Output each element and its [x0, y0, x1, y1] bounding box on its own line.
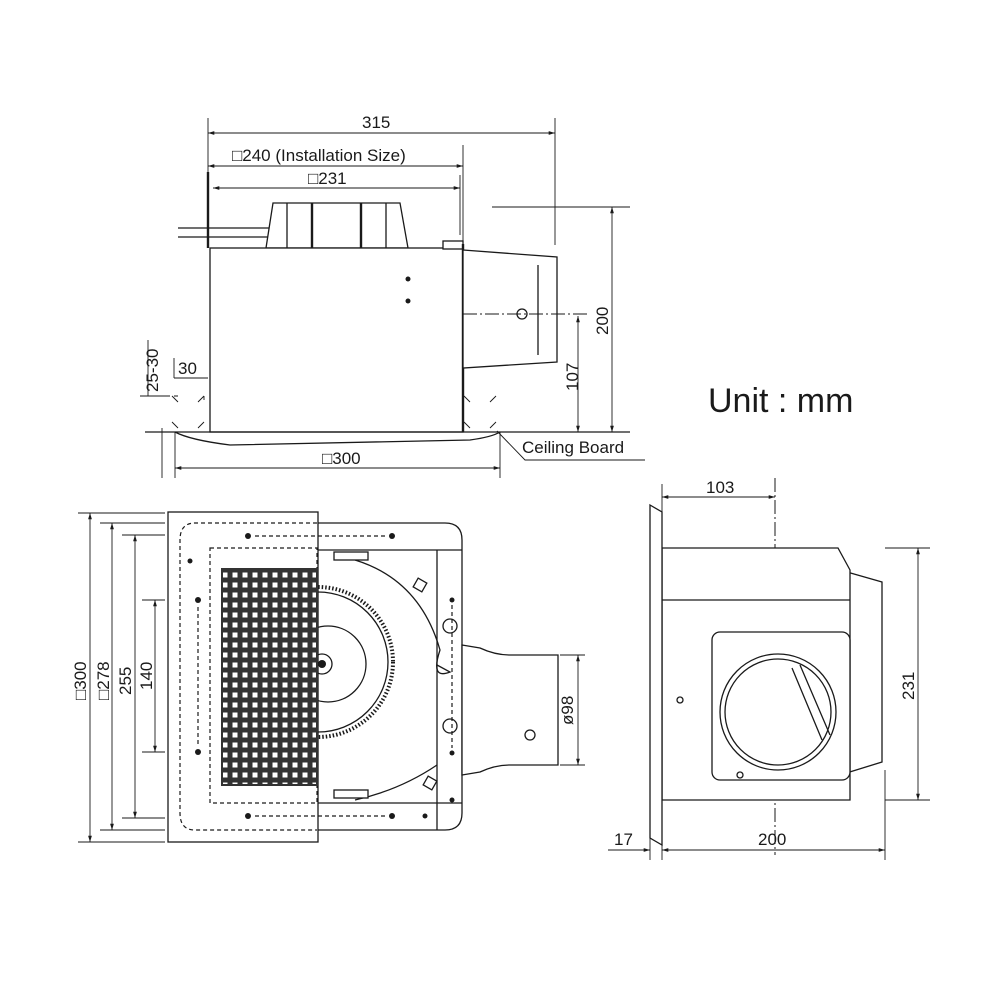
dim-duct-diameter: ø98 — [558, 696, 577, 725]
ceiling-board-label: Ceiling Board — [522, 438, 624, 457]
bottom-view: □300 □278 255 140 — [71, 511, 585, 843]
dim-body: □278 — [94, 661, 113, 700]
dim-panel-width: □300 — [322, 449, 361, 468]
dim-duct-center: 107 — [563, 363, 582, 391]
dim-inner: 255 — [116, 667, 135, 695]
side-view: 103 231 200 17 — [608, 478, 930, 860]
dim-depth: 200 — [758, 830, 786, 849]
dim-duct-offset: 103 — [706, 478, 734, 497]
dim-ceiling-gap: 25-30 — [143, 349, 162, 392]
dim-flange: 30 — [178, 359, 197, 378]
dim-grille: 140 — [137, 662, 156, 690]
dim-overall-width: 315 — [362, 113, 390, 132]
grille-mesh — [221, 568, 318, 786]
dim-installation-size: □240 (Installation Size) — [232, 146, 406, 165]
front-elevation-view: 315 □240 (Installation Size) □231 200 — [140, 113, 645, 478]
dim-body-width: □231 — [308, 169, 347, 188]
dim-side-flange: 17 — [614, 830, 633, 849]
dim-side-height: 231 — [899, 672, 918, 700]
dim-height: 200 — [593, 307, 612, 335]
unit-label: Unit : mm — [708, 382, 853, 420]
dim-panel: □300 — [71, 661, 90, 700]
